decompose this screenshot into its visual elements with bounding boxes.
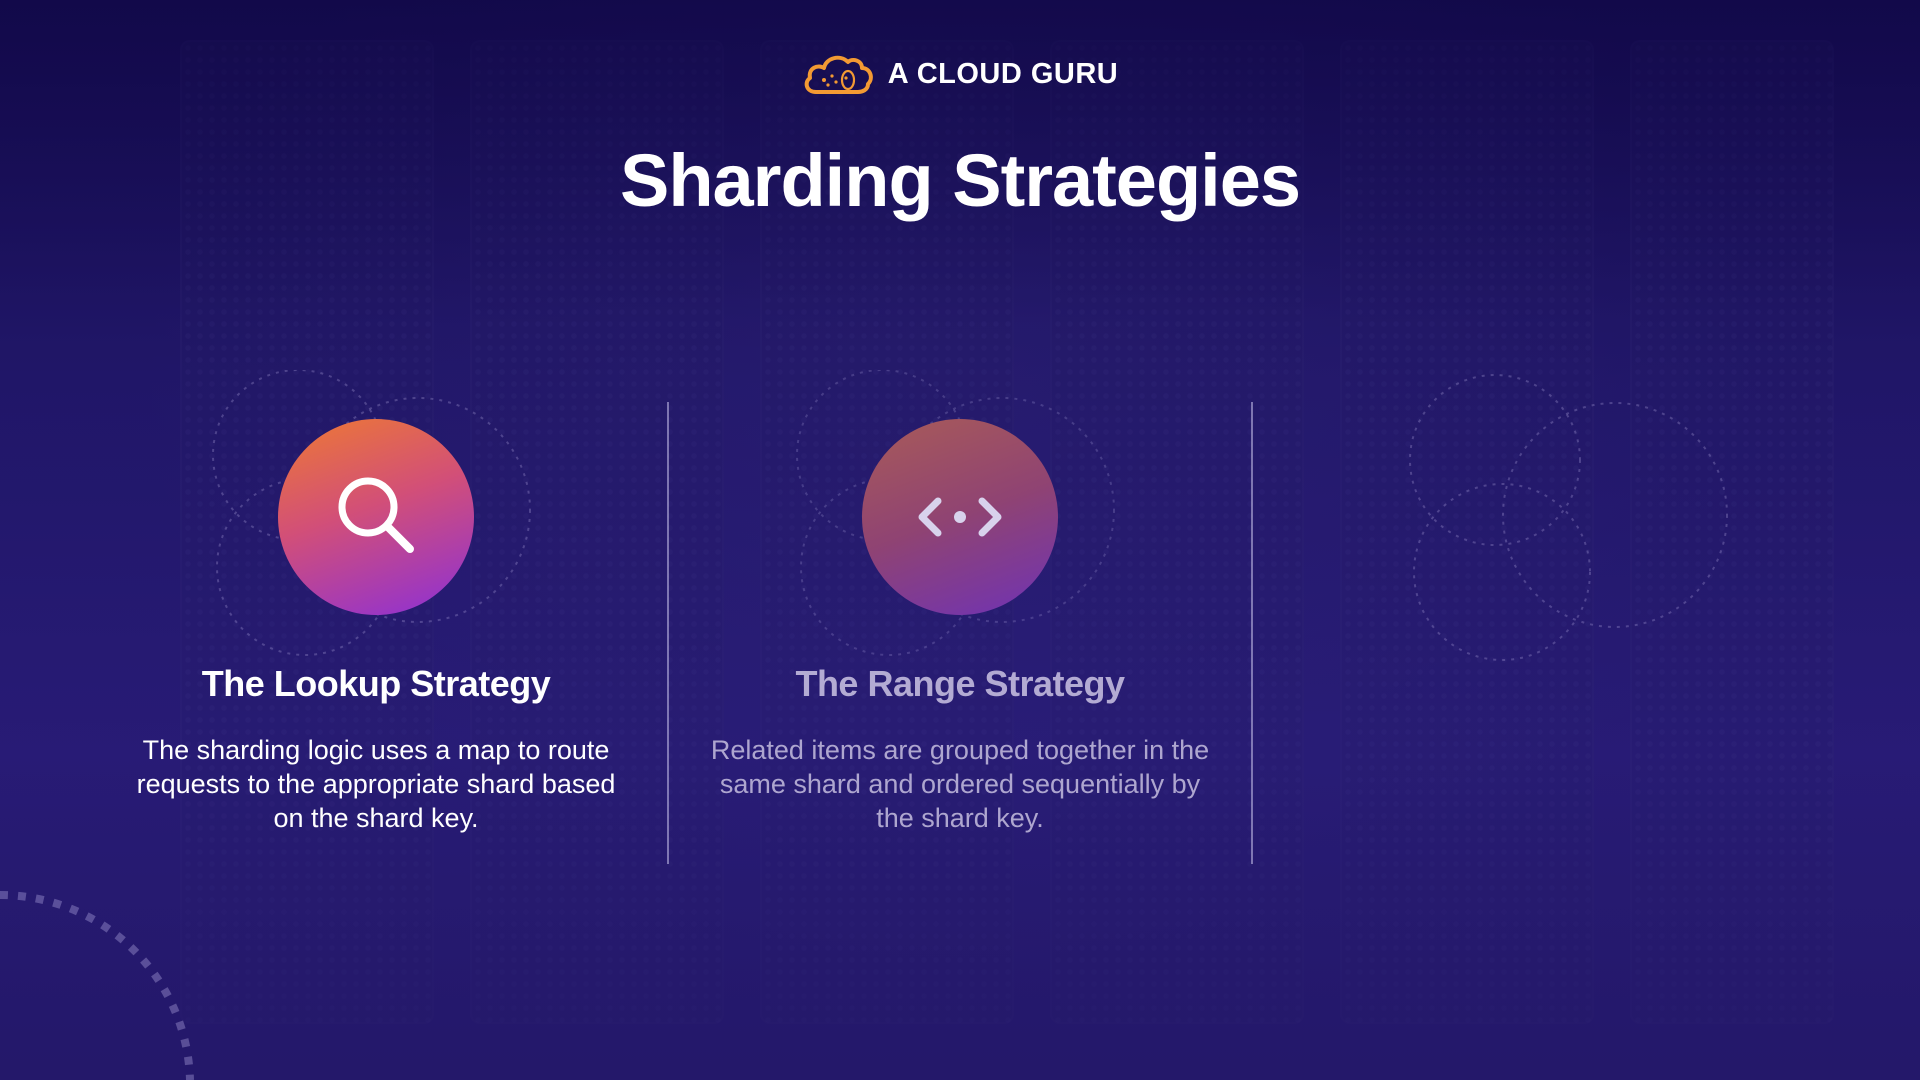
brand-header: A CLOUD GURU xyxy=(0,52,1920,96)
range-strategy-card: The Range Strategy Related items are gro… xyxy=(700,370,1220,835)
card-title: The Range Strategy xyxy=(795,663,1125,704)
page-title: Sharding Strategies xyxy=(619,139,1301,222)
lookup-icon-badge xyxy=(278,419,474,615)
card-title: The Lookup Strategy xyxy=(201,663,551,704)
column-divider xyxy=(667,402,669,864)
card-description: Related items are grouped together in th… xyxy=(710,735,1210,833)
brand-name: A CLOUD GURU xyxy=(887,57,1119,90)
lookup-strategy-card: The Lookup Strategy The sharding logic u… xyxy=(116,370,636,835)
search-icon xyxy=(338,477,414,553)
range-code-icon xyxy=(918,497,1002,537)
column-divider xyxy=(1251,402,1253,864)
cloud-icon xyxy=(804,55,873,94)
range-icon-badge xyxy=(862,419,1058,615)
card-description: The sharding logic uses a map to route r… xyxy=(136,735,616,833)
